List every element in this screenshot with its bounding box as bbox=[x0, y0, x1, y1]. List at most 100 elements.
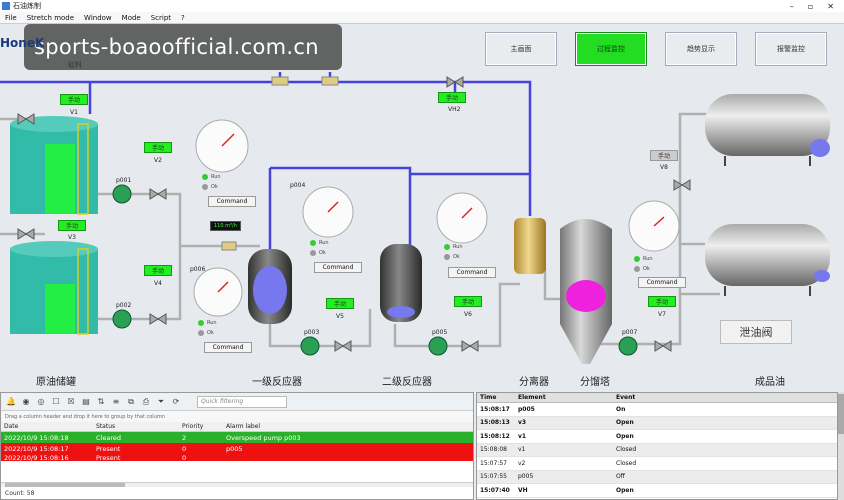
event-row[interactable]: 15:08:12 v1 Open bbox=[477, 430, 837, 444]
valve-v6-mode[interactable]: 手动 bbox=[454, 296, 482, 307]
valve-v7-mode[interactable]: 手动 bbox=[648, 296, 676, 307]
ok-lamp-5: Ok bbox=[198, 330, 214, 336]
app-icon bbox=[2, 2, 10, 10]
window-title: 石油炼制 bbox=[13, 2, 41, 10]
alarm-panel: 🔔 ◉ ◎ ☐ ☒ ▤ ⇅ ≡ ⧉ ⎙ ⏷ ⟳ Quick filtering … bbox=[0, 392, 474, 500]
drain-valve-button[interactable]: 泄油阀 bbox=[720, 320, 792, 344]
pump-p004-label: p004 bbox=[290, 182, 306, 189]
ack-icon[interactable]: ◉ bbox=[22, 397, 30, 406]
valve-v1-mode[interactable]: 手动 bbox=[60, 94, 88, 105]
ok-lamp-4: Ok bbox=[634, 266, 650, 272]
command-button-1[interactable]: Command bbox=[208, 196, 256, 207]
valves bbox=[17, 76, 691, 352]
close-icon[interactable]: ✕ bbox=[827, 1, 834, 11]
alarm-row[interactable]: 2022/10/9 15:08:16 Present 0 bbox=[1, 454, 473, 461]
alarm-table-header: Date Status Priority Alarm label bbox=[1, 422, 473, 432]
valve-v4-label: V4 bbox=[154, 280, 162, 287]
menu-mode[interactable]: Mode bbox=[121, 13, 141, 22]
event-row[interactable]: 15:07:40 VH Open bbox=[477, 484, 837, 498]
col-element[interactable]: Element bbox=[518, 394, 546, 401]
ack-all-icon[interactable]: ◎ bbox=[37, 397, 45, 406]
menu-stretch-mode[interactable]: Stretch mode bbox=[26, 13, 75, 22]
minimize-icon[interactable]: – bbox=[789, 1, 794, 11]
menu-help[interactable]: ? bbox=[181, 13, 185, 22]
valve-v2-mode[interactable]: 手动 bbox=[144, 142, 172, 153]
product-tank-2 bbox=[705, 224, 830, 296]
process-diagram: sports-boaoofficial.com.cn HoneK 虹科 主画面 … bbox=[0, 24, 844, 392]
menu-window[interactable]: Window bbox=[84, 13, 112, 22]
funnel-icon[interactable]: ⏷ bbox=[157, 396, 165, 406]
event-row[interactable]: 15:08:13 v3 Open bbox=[477, 416, 837, 430]
valve-v3-label: V3 bbox=[68, 234, 76, 241]
bell-icon[interactable]: 🔔 bbox=[6, 397, 16, 406]
crude-tank-1 bbox=[10, 116, 98, 215]
command-button-4[interactable]: Command bbox=[638, 277, 686, 288]
pump-p001-label: p001 bbox=[116, 177, 132, 184]
flow-meters bbox=[221, 76, 339, 251]
mask-icon[interactable]: ☐ bbox=[52, 397, 60, 406]
reactor-2 bbox=[380, 244, 422, 322]
list-icon[interactable]: ≡ bbox=[112, 397, 120, 406]
separator bbox=[514, 218, 546, 274]
alarm-row[interactable]: 2022/10/9 15:08:18 Cleared 2 Overspeed p… bbox=[1, 432, 473, 443]
run-lamp-5: Run bbox=[198, 320, 217, 326]
pump-p007-label: p007 bbox=[622, 329, 638, 336]
nav-main-screen[interactable]: 主画面 bbox=[485, 32, 557, 66]
unmask-icon[interactable]: ☒ bbox=[67, 397, 75, 406]
valve-v8-label: V8 bbox=[660, 164, 668, 171]
command-button-3[interactable]: Command bbox=[448, 267, 496, 278]
event-table-header: Time Element Event bbox=[477, 393, 837, 403]
alarm-toolbar: 🔔 ◉ ◎ ☐ ☒ ▤ ⇅ ≡ ⧉ ⎙ ⏷ ⟳ Quick filtering bbox=[1, 393, 473, 411]
run-lamp-2: Run bbox=[310, 240, 329, 246]
pump-p003-label: p003 bbox=[304, 329, 320, 336]
ok-lamp-1: Ok bbox=[202, 184, 218, 190]
command-button-2[interactable]: Command bbox=[314, 262, 362, 273]
window-controls: – ▫ ✕ bbox=[790, 2, 844, 11]
filter-icon[interactable]: ▤ bbox=[82, 397, 90, 406]
event-row[interactable]: 15:08:08 v1 Closed bbox=[477, 443, 837, 457]
menu-file[interactable]: File bbox=[5, 13, 17, 22]
col-date[interactable]: Date bbox=[4, 423, 19, 430]
quick-filter-input[interactable]: Quick filtering bbox=[197, 395, 287, 408]
command-button-5[interactable]: Command bbox=[204, 342, 252, 353]
col-alarm-label[interactable]: Alarm label bbox=[226, 423, 261, 430]
zone-product-oil: 成品油 bbox=[755, 377, 785, 388]
valve-v3-mode[interactable]: 手动 bbox=[58, 220, 86, 231]
nav-trend-display[interactable]: 趋势显示 bbox=[665, 32, 737, 66]
alarm-hscrollbar[interactable] bbox=[1, 482, 473, 487]
crude-tank-2 bbox=[10, 241, 98, 335]
nav-process-monitor[interactable]: 过程监控 bbox=[575, 32, 647, 66]
sort-icon[interactable]: ⇅ bbox=[97, 397, 105, 406]
group-drag-hint: Drag a column header and drop it here to… bbox=[1, 411, 473, 422]
nav-alarm-monitor[interactable]: 报警监控 bbox=[755, 32, 827, 66]
ok-lamp-3: Ok bbox=[444, 254, 460, 260]
col-time[interactable]: Time bbox=[480, 394, 497, 401]
col-status[interactable]: Status bbox=[96, 423, 116, 430]
copy-icon[interactable]: ⧉ bbox=[128, 396, 134, 406]
menu-bar: File Stretch mode Window Mode Script ? bbox=[0, 12, 844, 24]
product-tank-1 bbox=[705, 94, 830, 166]
valve-vh2-label: VH2 bbox=[448, 106, 461, 113]
valve-v4-mode[interactable]: 手动 bbox=[144, 265, 172, 276]
col-event[interactable]: Event bbox=[616, 394, 636, 401]
zone-reactor-2: 二级反应器 bbox=[382, 377, 432, 388]
maximize-icon[interactable]: ▫ bbox=[807, 1, 814, 11]
valve-v5-mode[interactable]: 手动 bbox=[326, 298, 354, 309]
event-row[interactable]: 15:08:17 p005 On bbox=[477, 403, 837, 417]
col-priority[interactable]: Priority bbox=[182, 423, 204, 430]
valve-v8-mode[interactable]: 手动 bbox=[650, 150, 678, 161]
fractionator bbox=[560, 219, 612, 364]
zone-separator: 分离器 bbox=[519, 377, 549, 388]
menu-script[interactable]: Script bbox=[150, 13, 172, 22]
alarm-row[interactable]: 2022/10/9 15:08:17 Present 0 p005 bbox=[1, 443, 473, 454]
valve-vh2-mode[interactable]: 手动 bbox=[438, 92, 466, 103]
pump-p002-label: p002 bbox=[116, 302, 132, 309]
event-vscrollbar[interactable] bbox=[838, 392, 844, 500]
print-icon[interactable]: ⎙ bbox=[142, 396, 150, 406]
run-lamp-4: Run bbox=[634, 256, 653, 262]
refresh-icon[interactable]: ⟳ bbox=[172, 397, 180, 406]
event-row[interactable]: 15:07:57 v2 Closed bbox=[477, 457, 837, 471]
logo-subtitle: 虹科 bbox=[68, 61, 82, 69]
event-row[interactable]: 15:07:55 p005 Off bbox=[477, 470, 837, 484]
valve-v5-label: V5 bbox=[336, 313, 344, 320]
